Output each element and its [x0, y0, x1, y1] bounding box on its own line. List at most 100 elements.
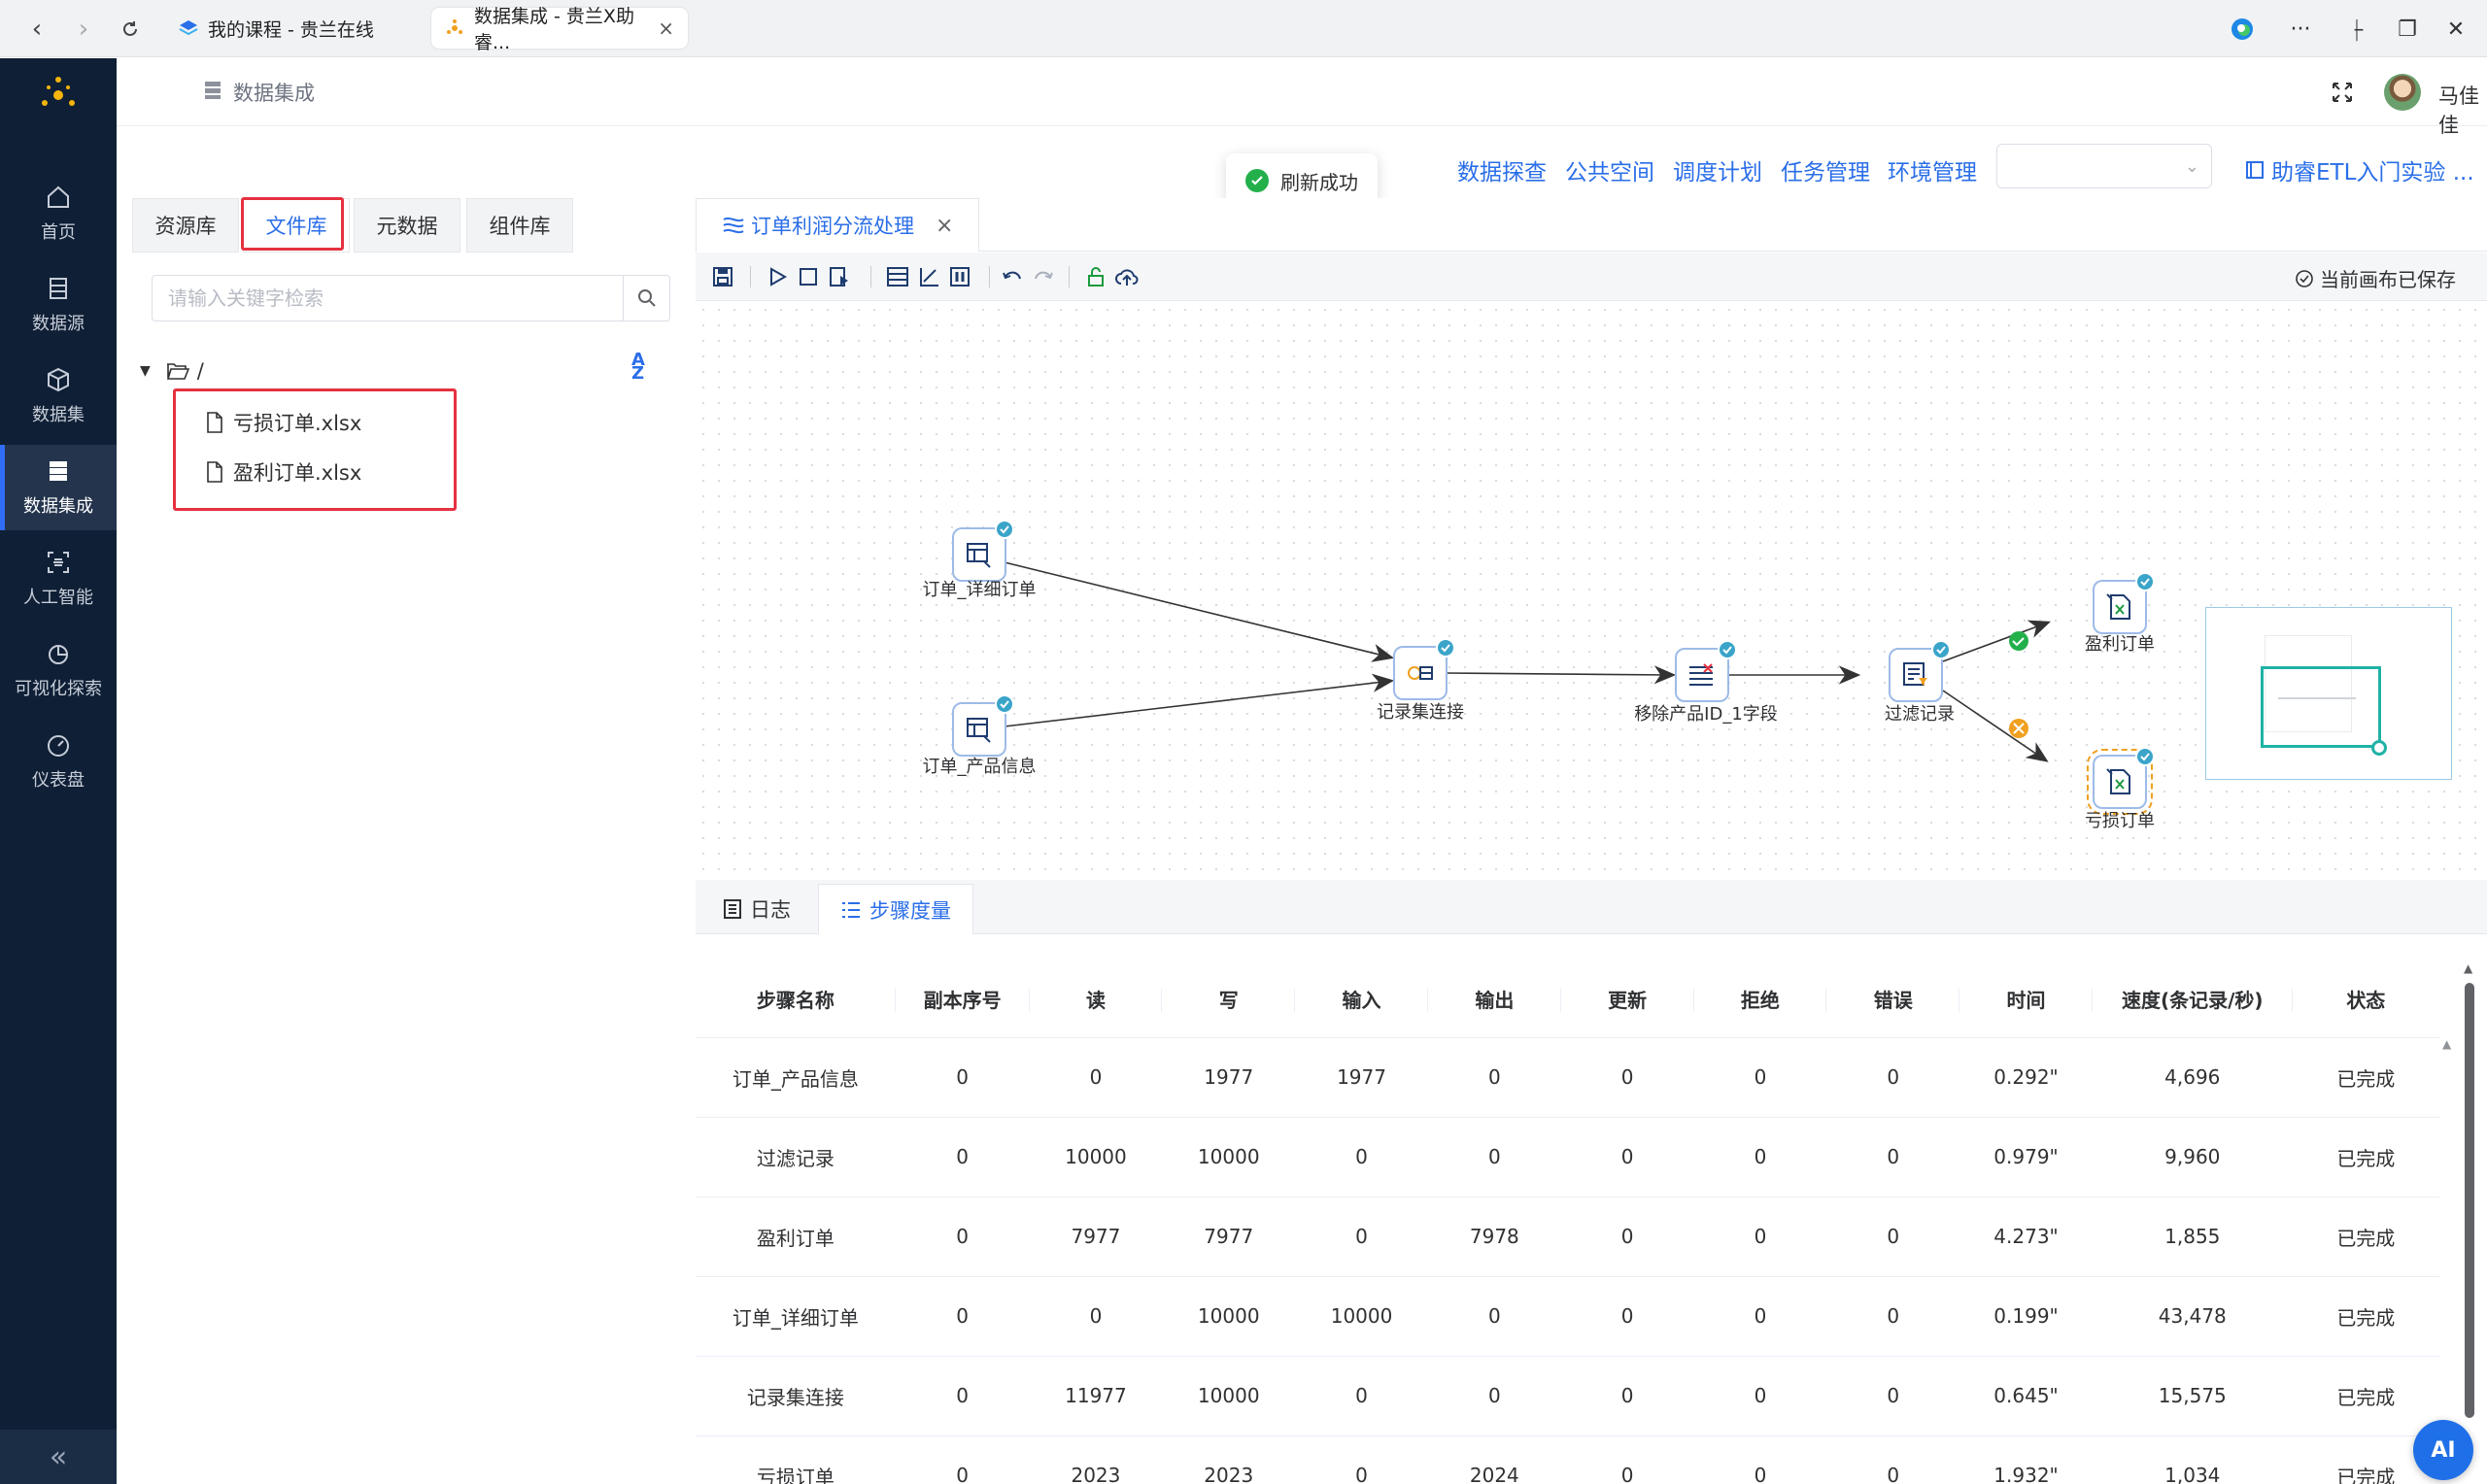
fullscreen-icon[interactable]: [2328, 78, 2357, 107]
debug-icon[interactable]: [826, 263, 853, 290]
minimap-viewport[interactable]: [2261, 666, 2381, 748]
layout-icon[interactable]: [946, 263, 973, 290]
tab-log[interactable]: 日志: [701, 884, 812, 934]
nav-datasource[interactable]: 数据源: [0, 262, 117, 348]
tab-file-lib[interactable]: 文件库: [243, 198, 350, 253]
column-header[interactable]: 速度(条记录/秒): [2092, 961, 2293, 1038]
upload-cloud-icon[interactable]: [1113, 263, 1141, 290]
tab-step-metrics[interactable]: 步骤度量: [818, 884, 973, 934]
tab-component-lib[interactable]: 组件库: [466, 198, 573, 253]
check-icon: [995, 694, 1014, 714]
grid-icon[interactable]: [884, 263, 911, 290]
column-header[interactable]: 写: [1162, 961, 1296, 1038]
flow-canvas[interactable]: 订单_详细订单 订单_产品信息 记录集连接 移除产品ID_1字段 过滤记录 盈利…: [696, 302, 2487, 875]
scrollbar-thumb[interactable]: [2465, 983, 2474, 1418]
tab-canvas-flow[interactable]: 订单利润分流处理 ×: [696, 198, 980, 252]
nav-ai[interactable]: 人工智能: [0, 536, 117, 622]
edge-copilot-icon[interactable]: [2225, 12, 2260, 47]
nav-dashboard[interactable]: 仪表盘: [0, 719, 117, 804]
column-header[interactable]: 读: [1029, 961, 1163, 1038]
user-name[interactable]: 马佳佳: [2438, 84, 2479, 137]
close-window-icon[interactable]: ✕: [2446, 17, 2466, 42]
avatar[interactable]: [2384, 74, 2421, 111]
column-header[interactable]: 副本序号: [895, 961, 1030, 1038]
file-name: 亏损订单.xlsx: [233, 412, 362, 435]
search-input[interactable]: [168, 286, 605, 311]
back-icon[interactable]: ‹: [31, 15, 43, 44]
flow-node-loss-orders[interactable]: [2087, 747, 2155, 815]
forward-icon[interactable]: ›: [78, 15, 89, 44]
tree-file-item[interactable]: 盈利订单.xlsx: [206, 457, 361, 487]
run-icon[interactable]: [764, 263, 791, 290]
flow-node-profit-orders[interactable]: [2093, 572, 2155, 634]
link-env-manage[interactable]: 环境管理: [1888, 160, 1977, 186]
nav-home[interactable]: 首页: [0, 171, 117, 256]
column-header[interactable]: 更新: [1560, 961, 1694, 1038]
more-icon[interactable]: ···: [2290, 17, 2311, 42]
link-public-space[interactable]: 公共空间: [1565, 160, 1654, 186]
browser-tab-courses[interactable]: 我的课程 - 贵兰在线: [165, 8, 427, 49]
link-data-explore[interactable]: 数据探查: [1457, 160, 1547, 186]
column-header[interactable]: 状态: [2292, 961, 2439, 1038]
tab-metadata[interactable]: 元数据: [354, 198, 460, 253]
flow-node-product-info[interactable]: [952, 694, 1014, 757]
table-cell: 0: [895, 1197, 1030, 1277]
app-logo[interactable]: [37, 74, 80, 120]
guide-link[interactable]: 助睿ETL入门实验 ...: [2244, 153, 2474, 186]
align-icon[interactable]: [915, 263, 942, 290]
flow-node-filter[interactable]: [1889, 640, 1951, 702]
table-cell: 0: [1693, 1037, 1827, 1118]
tree-file-item[interactable]: 亏损订单.xlsx: [206, 408, 361, 437]
nav-label: 可视化探索: [15, 679, 102, 699]
table-cell: 9,960: [2092, 1117, 2293, 1197]
table-scrollbar[interactable]: ▲: [2462, 961, 2477, 1484]
scroll-up-icon[interactable]: ▲: [2464, 961, 2473, 975]
close-icon[interactable]: ×: [936, 213, 954, 238]
flow-node-remove-field[interactable]: [1675, 640, 1737, 702]
restore-icon[interactable]: ❐: [2398, 17, 2417, 42]
nav-data-integration[interactable]: 数据集成: [0, 445, 117, 530]
ai-assistant-button[interactable]: AI: [2413, 1420, 2473, 1480]
table-scroll-up-icon[interactable]: ▲: [2442, 1037, 2452, 1051]
status-cell: 已完成: [2292, 1037, 2439, 1118]
save-icon[interactable]: [709, 263, 736, 290]
column-header[interactable]: 错误: [1826, 961, 1960, 1038]
column-header[interactable]: 步骤名称: [696, 961, 896, 1038]
close-tab-icon[interactable]: ×: [658, 17, 674, 40]
column-header[interactable]: 输入: [1295, 961, 1428, 1038]
collapse-sidebar-button[interactable]: «: [0, 1430, 117, 1484]
lock-icon[interactable]: [1082, 263, 1109, 290]
browser-tab-integration[interactable]: 数据集成 - 贵兰X助睿... ×: [431, 6, 688, 53]
flow-node-label: 盈利订单: [2085, 634, 2155, 655]
column-header[interactable]: 输出: [1427, 961, 1561, 1038]
minimize-icon[interactable]: –: [2353, 17, 2365, 42]
column-header[interactable]: 时间: [1959, 961, 2093, 1038]
redo-icon[interactable]: [1030, 263, 1057, 290]
link-schedule-plan[interactable]: 调度计划: [1673, 160, 1762, 186]
flow-node-recordset-join[interactable]: [1393, 638, 1455, 700]
flow-node-detail-orders[interactable]: [952, 520, 1014, 582]
minimap-resize-handle[interactable]: [2371, 740, 2387, 756]
project-select[interactable]: ⌄: [1996, 144, 2212, 188]
tree-root[interactable]: ▼ /: [140, 359, 204, 383]
tab-resource-lib[interactable]: 资源库: [132, 198, 239, 253]
nav-visual-explore[interactable]: 可视化探索: [0, 627, 117, 713]
table-cell: 0: [895, 1117, 1030, 1197]
search-button[interactable]: [623, 276, 669, 320]
nav-dataset[interactable]: 数据集: [0, 354, 117, 439]
link-task-manage[interactable]: 任务管理: [1781, 160, 1870, 186]
reload-icon[interactable]: [113, 12, 148, 47]
canvas-minimap[interactable]: [2205, 607, 2452, 780]
canvas-toolbar: 当前画布已保存: [696, 253, 2487, 301]
stop-icon[interactable]: [795, 263, 822, 290]
undo-icon[interactable]: [999, 263, 1026, 290]
column-header[interactable]: 拒绝: [1693, 961, 1827, 1038]
excel-output-icon: [2106, 593, 2130, 620]
